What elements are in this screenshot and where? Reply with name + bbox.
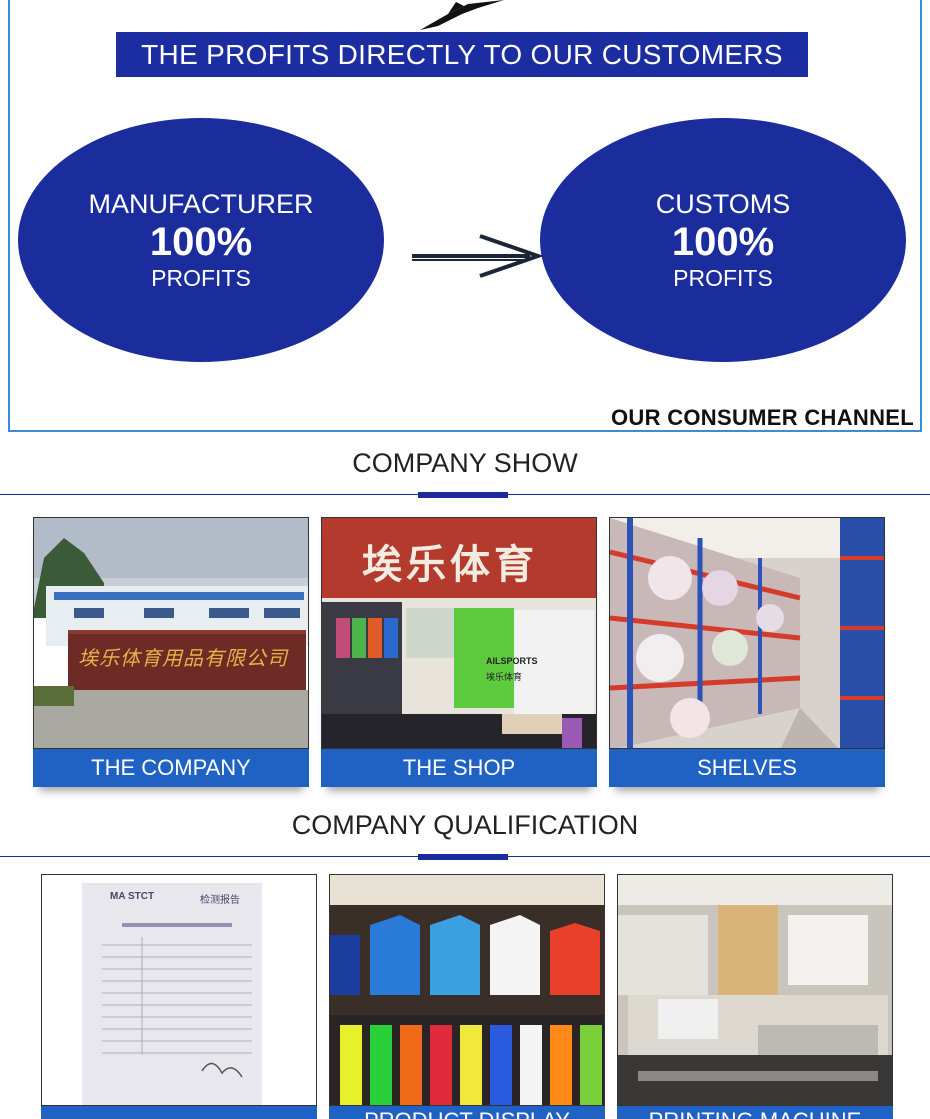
shop-photo-card[interactable]: 埃乐体育 AILSPORTS 埃乐体育 THE SHOP [321,517,597,787]
product-display-photo [329,874,605,1106]
product-display-card[interactable]: PRODUCT DISPLAY [329,874,605,1119]
profit-comparison-panel [8,0,922,432]
customs-label: CUSTOMS [655,189,791,219]
company-show-heading: COMPANY SHOW [352,448,578,478]
certificate-photo: MA STCT 检测报告 [41,874,317,1106]
printing-machine-card[interactable]: PRINTING MACHINE [617,874,893,1119]
shop-logo-subtext: 埃乐体育 [486,673,523,683]
certificate-logo: MA STCT [110,891,155,902]
shelves-photo-card[interactable]: SHELVES [609,517,885,787]
manufacturer-percent: 100% [149,220,253,264]
card-label: THE SHOP [321,749,597,787]
manufacturer-profits: PROFITS [151,265,251,291]
consumer-channel-label: OUR CONSUMER CHANNEL [611,405,914,430]
customs-ellipse: CUSTOMS 100% PROFITS [540,118,906,362]
card-label: PRINTING MACHINE [617,1106,893,1119]
card-label: PRODUCT DISPLAY [329,1106,605,1119]
customs-profits: PROFITS [673,265,773,291]
certificate-photo-card[interactable]: MA STCT 检测报告 [41,874,317,1119]
arrow-right-icon [412,234,544,278]
card-label: THE COMPANY [33,749,309,787]
printing-machine-photo [617,874,893,1106]
profits-banner: THE PROFITS DIRECTLY TO OUR CUSTOMERS [116,32,808,77]
company-qualification-heading: COMPANY QUALIFICATION [291,810,639,840]
company-photo: 埃乐体育用品有限公司 [33,517,309,749]
card-label [41,1106,317,1119]
section-accent-bar [418,492,508,498]
manufacturer-label: MANUFACTURER [88,189,314,219]
section-accent-bar [418,854,508,860]
manufacturer-ellipse: MANUFACTURER 100% PROFITS [18,118,384,362]
bird-logo-icon [420,0,504,30]
shop-logo-text: AILSPORTS [486,656,538,666]
shop-sign: 埃乐体育 [362,542,538,588]
company-sign: 埃乐体育用品有限公司 [78,646,288,670]
card-label: SHELVES [609,749,885,787]
company-photo-card[interactable]: 埃乐体育用品有限公司 THE COMPANY [33,517,309,787]
shelves-photo [609,517,885,749]
certificate-title: 检测报告 [200,895,240,906]
customs-percent: 100% [671,220,775,264]
shop-photo: 埃乐体育 AILSPORTS 埃乐体育 [321,517,597,749]
